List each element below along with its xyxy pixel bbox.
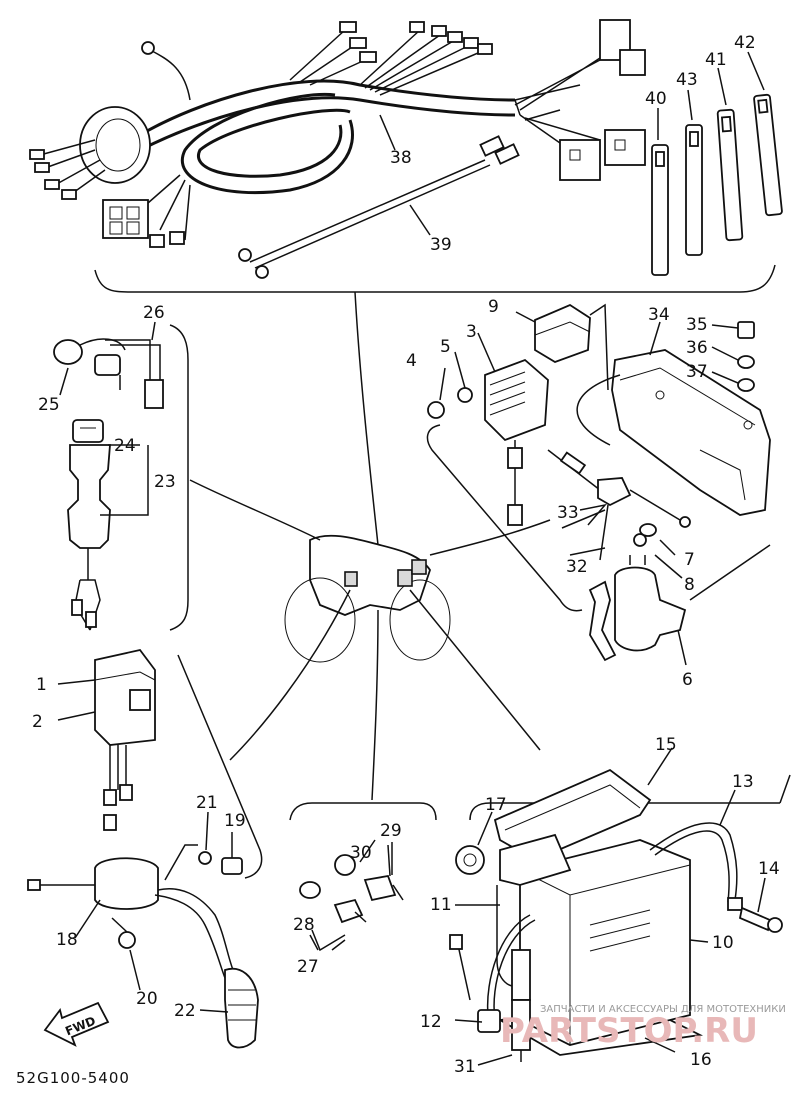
label-29: 29 xyxy=(380,821,402,841)
label-17: 17 xyxy=(485,795,507,815)
label-6: 6 xyxy=(682,670,693,690)
label-3: 3 xyxy=(466,322,477,342)
label-42: 42 xyxy=(734,33,756,53)
motorcycle-outline xyxy=(189,291,551,801)
wire-harness xyxy=(29,19,783,293)
label-43: 43 xyxy=(676,70,698,90)
label-5: 5 xyxy=(440,337,451,357)
label-23: 23 xyxy=(154,472,176,492)
label-9: 9 xyxy=(488,297,499,317)
diagram-code: 52G100-5400 xyxy=(16,1069,130,1087)
label-18: 18 xyxy=(56,930,78,950)
label-39: 39 xyxy=(430,235,452,255)
label-22: 22 xyxy=(174,1001,196,1021)
label-1: 1 xyxy=(36,675,47,695)
label-38: 38 xyxy=(390,148,412,168)
label-24: 24 xyxy=(114,436,136,456)
label-35: 35 xyxy=(686,315,708,335)
watermark-brand: PARTSTOP.RU xyxy=(500,1011,758,1051)
rectifier-relay-group xyxy=(426,303,771,666)
label-19: 19 xyxy=(224,811,246,831)
switch-sensor-group xyxy=(289,802,437,952)
callout-labels: 1 2 3 4 5 6 7 8 9 10 11 12 13 14 15 16 1… xyxy=(32,33,780,1077)
label-11: 11 xyxy=(430,895,452,915)
watermark-caption: ЗАПЧАСТИ И АКСЕССУАРЫ ДЛЯ МОТОТЕХНИКИ xyxy=(540,1004,786,1015)
label-27: 27 xyxy=(297,957,319,977)
label-33: 33 xyxy=(557,503,579,523)
label-12: 12 xyxy=(420,1012,442,1032)
label-25: 25 xyxy=(38,395,60,415)
label-28: 28 xyxy=(293,915,315,935)
fwd-arrow: FWD xyxy=(43,1001,110,1047)
label-10: 10 xyxy=(712,933,734,953)
label-30: 30 xyxy=(350,843,372,863)
label-8: 8 xyxy=(684,575,695,595)
label-7: 7 xyxy=(684,550,695,570)
label-41: 41 xyxy=(705,50,727,70)
label-14: 14 xyxy=(758,859,780,879)
label-26: 26 xyxy=(143,303,165,323)
main-switch-group xyxy=(53,321,189,631)
label-15: 15 xyxy=(655,735,677,755)
battery-group xyxy=(449,747,791,1066)
label-2: 2 xyxy=(32,712,43,732)
label-31: 31 xyxy=(454,1057,476,1077)
label-32: 32 xyxy=(566,557,588,577)
label-20: 20 xyxy=(136,989,158,1009)
label-36: 36 xyxy=(686,338,708,358)
label-40: 40 xyxy=(645,89,667,109)
label-4: 4 xyxy=(406,351,417,371)
label-16: 16 xyxy=(690,1050,712,1070)
label-34: 34 xyxy=(648,305,670,325)
label-37: 37 xyxy=(686,362,708,382)
label-13: 13 xyxy=(732,772,754,792)
label-21: 21 xyxy=(196,793,218,813)
cdi-ignition-group: FWD xyxy=(27,648,263,1049)
